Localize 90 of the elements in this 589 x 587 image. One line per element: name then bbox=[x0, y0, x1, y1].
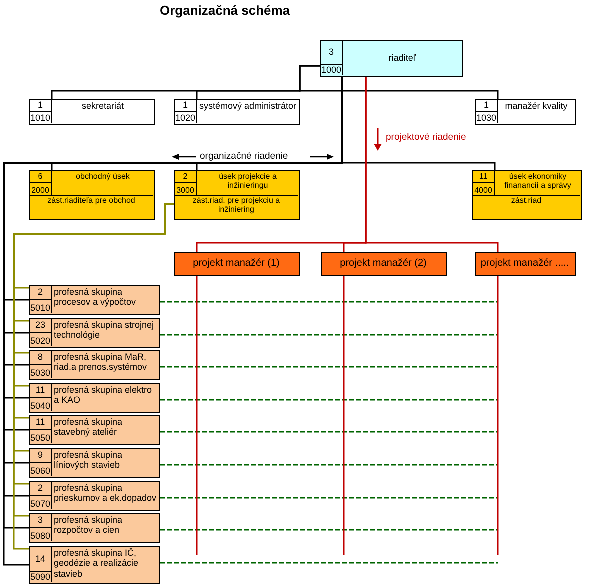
professional-group-box bbox=[29, 285, 160, 315]
connector-line bbox=[343, 276, 345, 555]
professional-group-box bbox=[29, 383, 160, 413]
project-manager-box bbox=[174, 252, 300, 276]
unit-name: profesná skupina elektro a KAO bbox=[54, 385, 154, 406]
staff-unit-box bbox=[29, 99, 155, 125]
unit-code: 1000 bbox=[321, 64, 342, 75]
dashed-connector bbox=[160, 497, 498, 499]
staff-unit-box bbox=[475, 99, 576, 125]
unit-name: riaditeľ bbox=[388, 52, 416, 64]
headcount-number: 14 bbox=[35, 554, 46, 564]
unit-name: systémový administrátor bbox=[199, 101, 297, 112]
dashed-connector bbox=[160, 334, 498, 336]
unit-name: profesná skupina prieskumov a ek.dopadov bbox=[54, 483, 157, 504]
dashed-connector bbox=[160, 399, 498, 401]
unit-code: 2000 bbox=[32, 186, 50, 195]
unit-name: profesná skupina IČ, geodézie a realizácie stavieb bbox=[54, 548, 140, 580]
dashed-connector bbox=[160, 562, 498, 564]
headcount-number: 11 bbox=[36, 417, 46, 428]
unit-name: projekt manažér ..... bbox=[480, 258, 570, 270]
unit-code: 5070 bbox=[30, 498, 51, 509]
headcount-number: 11 bbox=[36, 385, 46, 396]
dashed-connector bbox=[160, 301, 498, 303]
professional-group-box bbox=[29, 350, 160, 380]
headcount-number: 1 bbox=[182, 100, 188, 111]
unit-code: 5040 bbox=[30, 400, 51, 411]
unit-name: profesná skupina stavebný ateliér bbox=[54, 417, 124, 438]
headcount-number: 1 bbox=[38, 100, 43, 111]
annotation-label: organizačné riadenie bbox=[198, 151, 290, 162]
unit-code: 5030 bbox=[30, 368, 51, 378]
headcount-number: 2 bbox=[38, 287, 43, 298]
unit-name: projekt manažér (1) bbox=[193, 258, 280, 270]
unit-name: úsek projekcie a inžinieringu bbox=[218, 172, 278, 190]
project-manager-box bbox=[475, 252, 576, 276]
unit-code: 5080 bbox=[30, 530, 51, 541]
deputy-title: zást.riad bbox=[511, 197, 542, 206]
unit-code: 1020 bbox=[175, 112, 196, 123]
dashed-connector bbox=[160, 464, 498, 466]
unit-name: profesná skupina strojnej technológie bbox=[54, 320, 156, 341]
deputy-title: zást.riad. pre projekciu a inžiniering bbox=[192, 197, 282, 215]
headcount-number: 23 bbox=[35, 320, 46, 331]
unit-code: 5050 bbox=[30, 432, 51, 443]
professional-group-box bbox=[29, 546, 160, 584]
headcount-number: 1 bbox=[484, 100, 489, 111]
professional-group-box bbox=[29, 513, 160, 543]
unit-name: profesná skupina rozpočtov a cien bbox=[54, 515, 124, 536]
unit-code: 5020 bbox=[30, 336, 51, 346]
unit-name: obchodný úsek bbox=[76, 172, 130, 182]
professional-group-box bbox=[29, 318, 160, 348]
headcount-number: 2 bbox=[183, 172, 188, 182]
headcount-number: 3 bbox=[38, 515, 43, 526]
staff-unit-box bbox=[174, 99, 300, 125]
headcount-number: 6 bbox=[38, 172, 43, 182]
unit-code: 5010 bbox=[30, 302, 51, 313]
professional-group-box bbox=[29, 481, 160, 511]
headcount-number: 11 bbox=[479, 172, 488, 182]
unit-code: 5060 bbox=[30, 466, 51, 476]
professional-group-box bbox=[29, 415, 160, 445]
deputy-title: zást.riaditeľa pre obchod bbox=[48, 197, 136, 206]
professional-group-box bbox=[29, 448, 160, 478]
connector-line bbox=[196, 276, 198, 555]
unit-name: profesná skupina procesov a výpočtov bbox=[54, 287, 138, 308]
director-box bbox=[320, 40, 463, 77]
dashed-connector bbox=[160, 366, 498, 368]
connector-line bbox=[365, 77, 499, 252]
dashed-connector bbox=[160, 529, 498, 531]
division-box bbox=[472, 170, 582, 220]
unit-name: profesná skupina líniových stavieb bbox=[54, 450, 124, 471]
division-box bbox=[174, 170, 300, 220]
unit-name: profesná skupina MaR, riad.a prenos.systémov bbox=[54, 352, 148, 373]
unit-name: projekt manažér (2) bbox=[340, 258, 427, 270]
headcount-number: 9 bbox=[38, 450, 43, 461]
unit-code: 5090 bbox=[30, 572, 51, 582]
headcount-number: 2 bbox=[38, 483, 43, 494]
unit-name: úsek ekonomiky finanancií a správy bbox=[504, 172, 572, 190]
unit-name: sekretariát bbox=[82, 101, 124, 112]
division-box bbox=[29, 170, 155, 220]
annotation-label: projektové riadenie bbox=[384, 132, 468, 143]
unit-name: manažér kvality bbox=[505, 101, 568, 112]
dashed-connector bbox=[160, 431, 498, 433]
connector-line bbox=[299, 65, 499, 99]
unit-code: 1010 bbox=[30, 112, 51, 123]
headcount-number: 8 bbox=[38, 352, 43, 363]
headcount-number: 3 bbox=[328, 47, 334, 58]
unit-code: 3000 bbox=[176, 186, 194, 195]
unit-code: 4000 bbox=[474, 186, 492, 195]
diagram-title: Organizačná schéma bbox=[160, 3, 290, 18]
connector-line bbox=[497, 276, 499, 555]
project-manager-box bbox=[321, 252, 447, 276]
unit-code: 1030 bbox=[476, 112, 497, 123]
